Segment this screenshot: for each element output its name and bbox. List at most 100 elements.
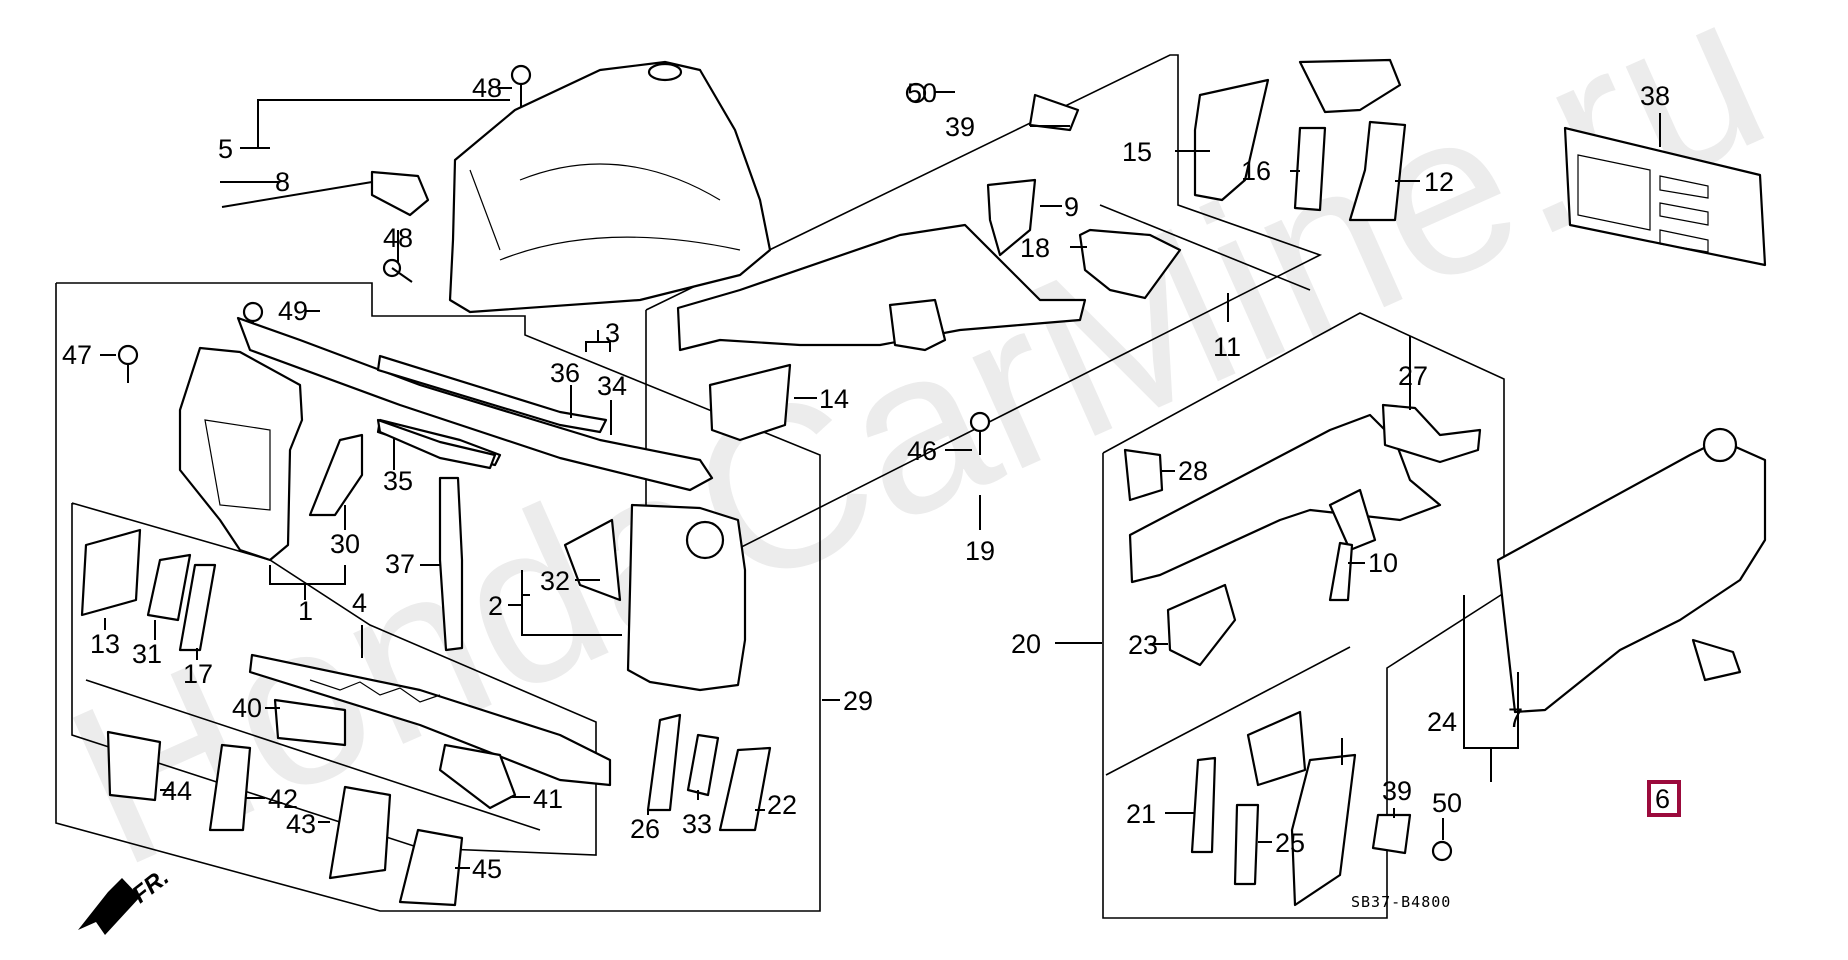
callout-48[interactable]: 48 [383, 223, 413, 253]
part-11-frame[interactable] [676, 223, 1087, 352]
part-42[interactable] [208, 743, 252, 832]
callout-13[interactable]: 13 [90, 629, 120, 659]
part-11-rail-end[interactable] [1298, 58, 1402, 114]
callout-31[interactable]: 31 [132, 639, 162, 669]
part-30-bracket[interactable] [308, 433, 364, 517]
callout-37[interactable]: 37 [385, 549, 415, 579]
callout-21[interactable]: 21 [1126, 799, 1156, 829]
callout-11[interactable]: 11 [1213, 332, 1241, 362]
part-23[interactable] [1166, 583, 1237, 667]
callout-17[interactable]: 17 [183, 659, 213, 689]
callout-44[interactable]: 44 [162, 776, 192, 806]
part-47-bolt[interactable] [117, 344, 139, 383]
part-50-nut-top[interactable] [905, 82, 927, 104]
part-18[interactable] [1078, 228, 1182, 300]
callout-20[interactable]: 20 [1011, 629, 1041, 659]
callout-50[interactable]: 50 [1432, 788, 1462, 818]
part-4-lower-crossmember[interactable] [248, 653, 612, 787]
callout-43[interactable]: 43 [286, 809, 316, 839]
callout-9[interactable]: 9 [1064, 192, 1079, 222]
callout-14[interactable]: 14 [819, 384, 849, 414]
callout-47[interactable]: 47 [62, 340, 92, 370]
callout-28[interactable]: 28 [1178, 456, 1208, 486]
part-25[interactable] [1233, 803, 1260, 886]
part-2-headlight-frame[interactable] [626, 503, 747, 692]
callout-3[interactable]: 3 [605, 318, 620, 348]
highlight-box-part-6[interactable] [1647, 780, 1681, 817]
callout-8[interactable]: 8 [275, 167, 290, 197]
callout-4[interactable]: 4 [352, 588, 367, 618]
callout-27[interactable]: 27 [1398, 361, 1428, 391]
part-38-panel[interactable] [1563, 126, 1767, 267]
callout-7[interactable]: 7 [1508, 703, 1523, 733]
part-13[interactable] [80, 528, 142, 617]
callout-39[interactable]: 39 [945, 112, 975, 142]
callout-6-highlighted[interactable]: 6 [1655, 784, 1670, 814]
callout-36[interactable]: 36 [550, 358, 580, 388]
part-9[interactable] [986, 178, 1037, 257]
callout-12[interactable]: 12 [1424, 167, 1454, 197]
part-6-apron-right[interactable] [1496, 427, 1767, 714]
callout-46[interactable]: 46 [907, 436, 937, 466]
part-46-bolt[interactable] [969, 411, 991, 455]
callout-5[interactable]: 5 [218, 134, 233, 164]
part-24-rail[interactable] [1246, 710, 1307, 787]
part-26[interactable] [646, 713, 682, 812]
callout-50[interactable]: 50 [907, 78, 937, 108]
part-37-stay[interactable] [438, 476, 464, 652]
callout-23[interactable]: 23 [1128, 630, 1158, 660]
callout-35[interactable]: 35 [383, 466, 413, 496]
callout-29[interactable]: 29 [843, 686, 873, 716]
part-33[interactable] [686, 733, 720, 797]
part-15[interactable] [1193, 78, 1270, 202]
part-48-bolt-top[interactable] [510, 64, 532, 108]
part-44[interactable] [106, 730, 162, 802]
callout-19[interactable]: 19 [965, 536, 995, 566]
part-39-plate-top[interactable] [1028, 93, 1080, 132]
part-45[interactable] [398, 828, 464, 907]
part-14[interactable] [708, 363, 792, 442]
part-17[interactable] [178, 563, 217, 652]
callout-49[interactable]: 49 [278, 296, 308, 326]
callout-40[interactable]: 40 [232, 693, 262, 723]
callout-38[interactable]: 38 [1640, 81, 1670, 111]
callout-34[interactable]: 34 [597, 371, 627, 401]
part-41[interactable] [438, 743, 517, 810]
callout-42[interactable]: 42 [268, 784, 298, 814]
part-16[interactable] [1293, 126, 1327, 212]
callout-18[interactable]: 18 [1020, 233, 1050, 263]
callout-33[interactable]: 33 [682, 809, 712, 839]
part-35-bracket[interactable] [376, 418, 497, 470]
callout-22[interactable]: 22 [767, 790, 797, 820]
part-20-frame-rail[interactable] [1128, 413, 1442, 584]
callout-16[interactable]: 16 [1241, 156, 1271, 186]
part-12[interactable] [1348, 120, 1407, 222]
callout-30[interactable]: 30 [330, 529, 360, 559]
callout-41[interactable]: 41 [533, 784, 563, 814]
part-24[interactable] [1290, 753, 1357, 907]
callout-10[interactable]: 10 [1368, 548, 1398, 578]
callout-2[interactable]: 2 [488, 591, 503, 621]
part-21[interactable] [1190, 756, 1217, 854]
part-43[interactable] [328, 785, 392, 880]
callout-39[interactable]: 39 [1382, 776, 1412, 806]
part-50-nut-bottom[interactable] [1431, 840, 1453, 862]
callout-32[interactable]: 32 [540, 566, 570, 596]
part-1-headlight-frame[interactable] [178, 346, 304, 562]
part-8[interactable] [370, 170, 430, 217]
part-10[interactable] [1328, 541, 1354, 602]
callout-1[interactable]: 1 [298, 596, 313, 626]
callout-45[interactable]: 45 [472, 854, 502, 884]
part-22[interactable] [718, 746, 772, 832]
part-28[interactable] [1123, 448, 1164, 502]
callout-15[interactable]: 15 [1122, 137, 1152, 167]
callout-26[interactable]: 26 [630, 814, 660, 844]
part-7[interactable] [1691, 638, 1742, 682]
part-31[interactable] [146, 553, 192, 622]
callout-48[interactable]: 48 [472, 73, 502, 103]
part-40[interactable] [273, 698, 347, 747]
part-27[interactable] [1381, 403, 1482, 464]
part-5-fender-apron[interactable] [448, 60, 772, 314]
part-39-plate-bottom[interactable] [1371, 813, 1412, 855]
callout-24[interactable]: 24 [1427, 707, 1457, 737]
